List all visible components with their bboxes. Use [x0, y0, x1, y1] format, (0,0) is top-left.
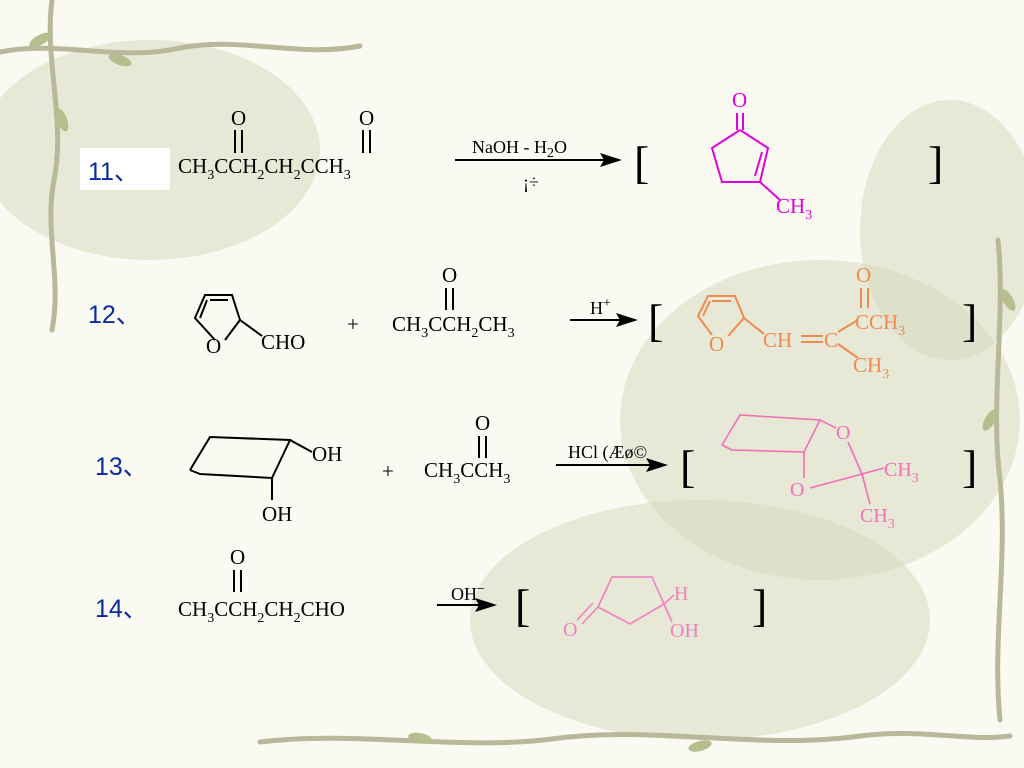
condition-label: ¡÷ [523, 172, 539, 192]
hydroxyl-group: OH [262, 502, 292, 526]
product-oxygen: O [856, 263, 871, 287]
bracket-close: ] [962, 295, 977, 346]
reagent-label: NaOH - H2O [472, 137, 567, 161]
carbonyl-oxygen: O [475, 411, 490, 435]
reaction-number: 11、 [88, 158, 139, 186]
reactant-butanone: O CH3CCH2CH3 [392, 263, 515, 341]
bracket-open: [ [515, 580, 530, 631]
product-oxygen: O [563, 619, 577, 641]
reactant-ketoaldehyde: O CH3CCH2CH2CHO [178, 545, 345, 626]
reaction-arrow [455, 153, 622, 167]
leaf [1000, 289, 1016, 311]
furan-oxygen: O [206, 334, 221, 358]
acetone-formula: CH3CCH3 [424, 458, 510, 487]
product-acetonide: O O CH3 CH3 [721, 414, 919, 532]
reaction-arrow [570, 313, 638, 327]
leaf [982, 409, 998, 431]
product-methyl: CH3 [860, 505, 895, 532]
reactant-formula: CH3CCH2CH2CCH3 [178, 154, 351, 183]
product-ring-oxygen: O [836, 422, 850, 444]
product-ring-oxygen: O [790, 479, 804, 501]
reagent-label: H+ [590, 296, 611, 318]
carbonyl-oxygen: O [231, 106, 246, 130]
product-enone: O CH C O CCH3 CH3 [696, 263, 905, 382]
reaction-13: 13、 OH OH + O CH3CCH3 HCl (Æø© [ ] O [95, 411, 977, 532]
reaction-arrow [556, 458, 668, 472]
vine-top-left [0, 41, 363, 56]
reactant-formula: CH3CCH2CH2CHO [178, 597, 345, 626]
product-methyl: CH3 [884, 459, 919, 486]
product-methyl: CH3 [776, 194, 812, 223]
bracket-open: [ [680, 441, 695, 492]
leaf [29, 32, 51, 48]
product-hydroxycyclopentanone: O H OH [563, 576, 699, 642]
reaction-14: 14、 O CH3CCH2CH2CHO OH− [ ] O H OH [95, 545, 767, 642]
product-oxygen: O [732, 88, 747, 112]
reactant-cyclohexanediol: OH OH [189, 435, 342, 526]
number-box [80, 148, 170, 190]
bracket-close: ] [928, 137, 943, 188]
carbonyl-oxygen: O [359, 106, 374, 130]
bracket-open: [ [634, 137, 649, 188]
reaction-number: 14、 [95, 595, 148, 623]
bracket-close: ] [752, 580, 767, 631]
bracket-close: ] [962, 441, 977, 492]
vine-right [994, 237, 1005, 723]
reactant-furfural: O CHO [193, 294, 305, 358]
reaction-number: 13、 [95, 453, 148, 481]
carbonyl-oxygen: O [442, 263, 457, 287]
product-hydroxyl: OH [670, 620, 699, 642]
product-acetyl: CCH3 [855, 310, 905, 339]
product-methyl: CH3 [853, 353, 889, 382]
reaction-11: 11、 O O CH3CCH2CH2CCH3 NaOH - H2O ¡÷ [ ]… [80, 88, 943, 223]
hydroxyl-group: OH [312, 442, 342, 466]
product-cyclopentenone: O CH3 [710, 88, 812, 223]
reagent-label: HCl (Æø© [568, 442, 647, 463]
leaf [408, 732, 432, 744]
reagent-label: OH− [451, 582, 485, 604]
vine-bottom [257, 730, 1013, 746]
reactant-acetone: O CH3CCH3 [424, 411, 510, 487]
aldehyde-group: CHO [261, 330, 305, 354]
bracket-open: [ [648, 295, 663, 346]
product-furan-oxygen: O [709, 332, 724, 356]
carbonyl-oxygen: O [230, 545, 245, 569]
plus-sign: + [347, 312, 359, 336]
vine-left [47, 0, 61, 333]
reaction-arrow [437, 598, 497, 612]
leaf [55, 108, 69, 132]
leaf [688, 740, 712, 752]
product-ch: CH [763, 328, 792, 352]
ketone-formula: CH3CCH2CH3 [392, 312, 515, 341]
product-c: C [824, 328, 838, 352]
reactant-diketone: O O CH3CCH2CH2CCH3 [178, 106, 374, 183]
reaction-number: 12、 [88, 301, 141, 329]
leaf [108, 53, 132, 67]
product-hydrogen: H [674, 583, 688, 605]
plus-sign: + [382, 459, 394, 483]
reaction-12: 12、 O CHO + O CH3CCH2CH3 H+ [ ] [88, 263, 977, 382]
